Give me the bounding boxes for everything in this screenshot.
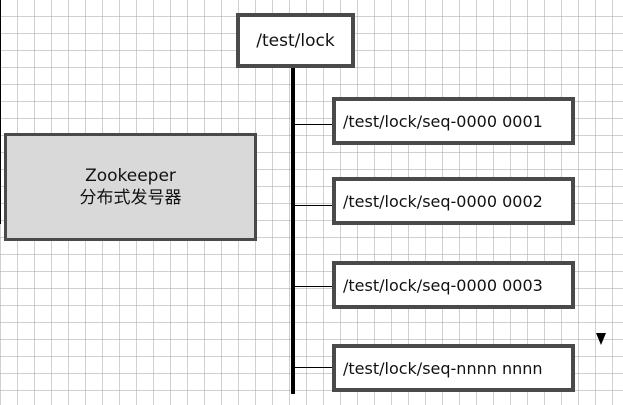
branch-line-1	[294, 124, 332, 125]
seq-node-4: /test/lock/seq-nnnn nnnn	[332, 344, 575, 392]
sequence-order-arrow-line	[0, 0, 1, 224]
branch-line-4	[294, 367, 332, 368]
seq-node-label: /test/lock/seq-0000 0002	[343, 191, 543, 211]
seq-node-2: /test/lock/seq-0000 0002	[332, 177, 575, 225]
branch-line-3	[294, 286, 332, 287]
zookeeper-box: Zookeeper 分布式发号器	[4, 133, 257, 241]
zookeeper-subtitle: 分布式发号器	[79, 188, 182, 208]
seq-node-3: /test/lock/seq-0000 0003	[332, 261, 575, 309]
root-node-label: /test/lock	[256, 30, 335, 51]
zookeeper-title: Zookeeper	[85, 166, 176, 186]
seq-node-label: /test/lock/seq-nnnn nnnn	[343, 358, 543, 378]
seq-node-1: /test/lock/seq-0000 0001	[332, 97, 575, 145]
branch-line-2	[294, 205, 332, 206]
seq-node-label: /test/lock/seq-0000 0003	[343, 275, 543, 295]
sequence-order-arrow-head-icon	[596, 333, 606, 345]
seq-node-label: /test/lock/seq-0000 0001	[343, 111, 543, 131]
root-node: /test/lock	[236, 13, 355, 68]
tree-trunk-line	[291, 67, 295, 394]
